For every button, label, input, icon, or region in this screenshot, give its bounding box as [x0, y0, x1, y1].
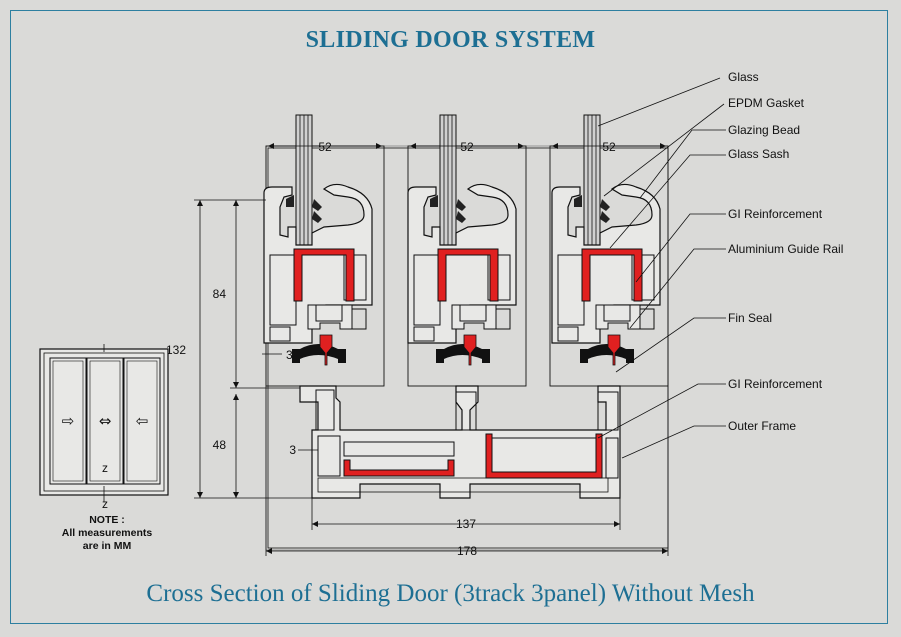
outer-border: [10, 10, 888, 624]
dim-wall-bottom: 3: [289, 443, 296, 457]
leader-lines: [597, 77, 726, 459]
dim-total-height: 132: [166, 343, 186, 357]
label-aluminium-guide-rail: Aluminium Guide Rail: [728, 242, 843, 256]
note-line-3: are in MM: [82, 540, 132, 552]
note-line-2: All measurements: [61, 527, 153, 539]
arrow-left-icon: ⇦: [136, 412, 149, 430]
label-fin-seal: Fin Seal: [728, 311, 772, 325]
label-gi-reinforcement-top: GI Reinforcement: [728, 207, 823, 221]
dim-sash-width-2: 52: [460, 140, 474, 154]
axis-mark-top: z: [102, 461, 108, 475]
dim-inner-width: 137: [456, 517, 476, 531]
diagram-caption: Cross Section of Sliding Door (3track 3p…: [146, 580, 755, 607]
sash-panel-1: [263, 114, 385, 387]
label-glazing-bead: Glazing Bead: [728, 123, 800, 137]
door-elevation-thumbnail: [39, 344, 169, 502]
note-heading: NOTE :: [89, 514, 125, 526]
dim-wall-top: 3: [286, 348, 293, 362]
label-epdm-gasket: EPDM Gasket: [728, 96, 805, 110]
label-gi-reinforcement-bottom: GI Reinforcement: [728, 377, 823, 391]
axis-mark-bottom: z: [102, 497, 108, 511]
label-glass: Glass: [728, 70, 759, 84]
label-glass-sash: Glass Sash: [728, 147, 789, 161]
dim-total-width: 178: [457, 544, 477, 558]
dim-sash-width-1: 52: [318, 140, 332, 154]
dimension-arrowheads: [197, 143, 668, 554]
dim-sash-width-3: 52: [602, 140, 616, 154]
arrow-right-icon: ⇨: [62, 412, 75, 430]
dim-frame-height: 48: [213, 438, 227, 452]
diagram-title: SLIDING DOOR SYSTEM: [305, 27, 596, 53]
sash-panel-2: [407, 114, 527, 387]
measurement-note: NOTE : All measurements are in MM: [52, 514, 162, 553]
arrow-both-icon: ⇔: [99, 412, 112, 430]
outer-frame-profile: [299, 385, 621, 499]
sash-panel-3: [549, 114, 669, 387]
dimension-lines: [194, 145, 669, 556]
dim-sash-height: 84: [213, 287, 227, 301]
label-outer-frame: Outer Frame: [728, 419, 796, 433]
